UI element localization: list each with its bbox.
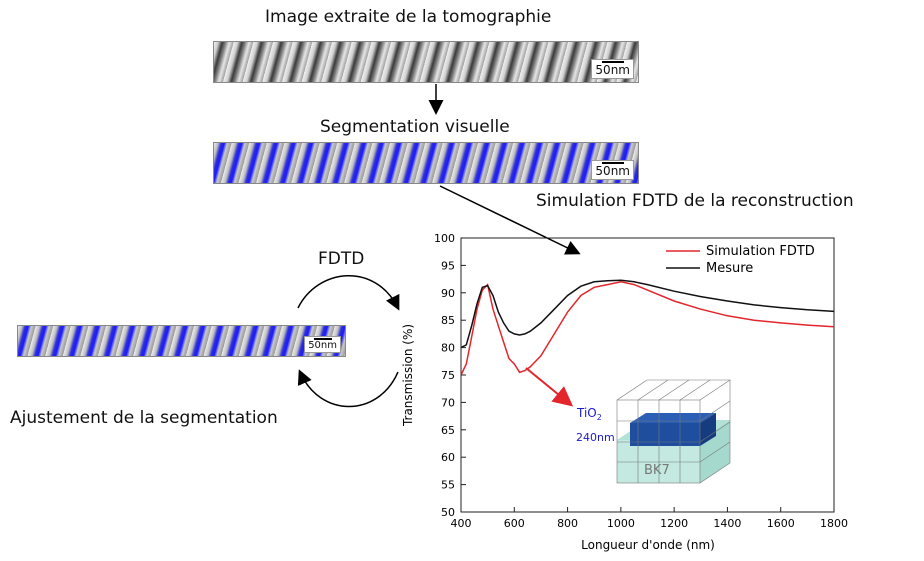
y-tick-label: 85 bbox=[441, 314, 455, 327]
segmentation-title: Segmentation visuelle bbox=[320, 117, 510, 137]
y-tick-label: 65 bbox=[441, 424, 455, 437]
inset-material: TiO2 bbox=[576, 406, 602, 422]
y-tick-label: 90 bbox=[441, 287, 455, 300]
y-tick-label: 100 bbox=[434, 232, 455, 245]
simulation-title: Simulation FDTD de la reconstruction bbox=[536, 191, 854, 211]
y-tick-label: 75 bbox=[441, 369, 455, 382]
scale-bar: 50nm bbox=[591, 160, 634, 180]
y-tick-label: 50 bbox=[441, 506, 455, 519]
x-axis-label: Longueur d'onde (nm) bbox=[581, 538, 715, 552]
legend-measure: Mesure bbox=[706, 261, 753, 276]
adjust-label: Ajustement de la segmentation bbox=[10, 408, 278, 428]
legend-simulation: Simulation FDTD bbox=[706, 244, 815, 259]
cycle-arrow-top bbox=[297, 275, 400, 311]
y-tick-label: 60 bbox=[441, 451, 455, 464]
adjusted-segmentation-image: 50nm bbox=[17, 325, 346, 357]
y-axis-label: Transmission (%) bbox=[401, 324, 415, 427]
cycle-arrow-bottom bbox=[297, 369, 399, 408]
x-tick-label: 1800 bbox=[820, 517, 848, 530]
y-tick-label: 55 bbox=[441, 479, 455, 492]
x-tick-label: 1000 bbox=[607, 517, 635, 530]
scale-bar: 50nm bbox=[304, 336, 341, 353]
x-tick-label: 1600 bbox=[767, 517, 795, 530]
arrow-to-chart bbox=[439, 185, 581, 255]
y-tick-label: 70 bbox=[441, 396, 455, 409]
y-tick-label: 95 bbox=[441, 259, 455, 272]
x-tick-label: 1200 bbox=[660, 517, 688, 530]
measure-line bbox=[460, 279, 835, 349]
simulation-line bbox=[460, 281, 835, 376]
inset-3d-model: TiO2 240nm BK7 bbox=[576, 379, 731, 484]
tomography-title: Image extraite de la tomographie bbox=[265, 7, 552, 27]
annotation-arrow bbox=[525, 367, 574, 407]
fdtd-label: FDTD bbox=[318, 249, 365, 269]
x-tick-label: 400 bbox=[451, 517, 472, 530]
x-tick-label: 600 bbox=[504, 517, 525, 530]
tomography-image: 50nm bbox=[213, 41, 639, 83]
x-tick-label: 800 bbox=[557, 517, 578, 530]
x-tick-label: 1400 bbox=[713, 517, 741, 530]
inset-substrate: BK7 bbox=[644, 463, 670, 478]
segmentation-image: 50nm bbox=[213, 142, 639, 184]
scale-bar: 50nm bbox=[591, 59, 634, 79]
y-tick-label: 80 bbox=[441, 342, 455, 355]
inset-thickness: 240nm bbox=[576, 431, 615, 444]
